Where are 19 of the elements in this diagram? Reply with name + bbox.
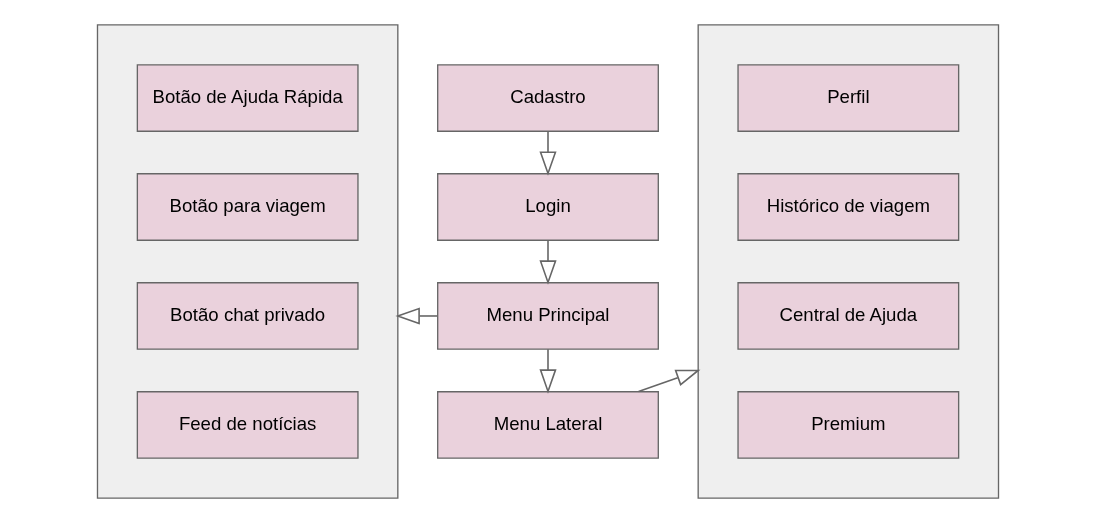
cluster [697,23,1000,499]
node-box: Menu Principal [437,281,659,350]
node-box: Histórico de viagem [737,172,960,241]
arrow [395,306,439,325]
node-box: Feed de notícias [136,390,359,459]
arrow [637,369,701,392]
node-box: Botão de Ajuda Rápida [136,63,359,132]
arrow [539,129,557,176]
node-box: Perfil [737,63,960,132]
node-box: Central de Ajuda [737,281,960,350]
node-box: Login [437,172,659,241]
node-box: Botão chat privado [136,281,359,350]
node-box: Botão para viagem [136,172,359,241]
arrow [539,238,557,285]
node-box: Premium [737,390,960,459]
arrow [539,347,557,394]
node-box: Cadastro [437,63,659,132]
node-box: Menu Lateral [437,390,659,459]
cluster [96,23,399,499]
